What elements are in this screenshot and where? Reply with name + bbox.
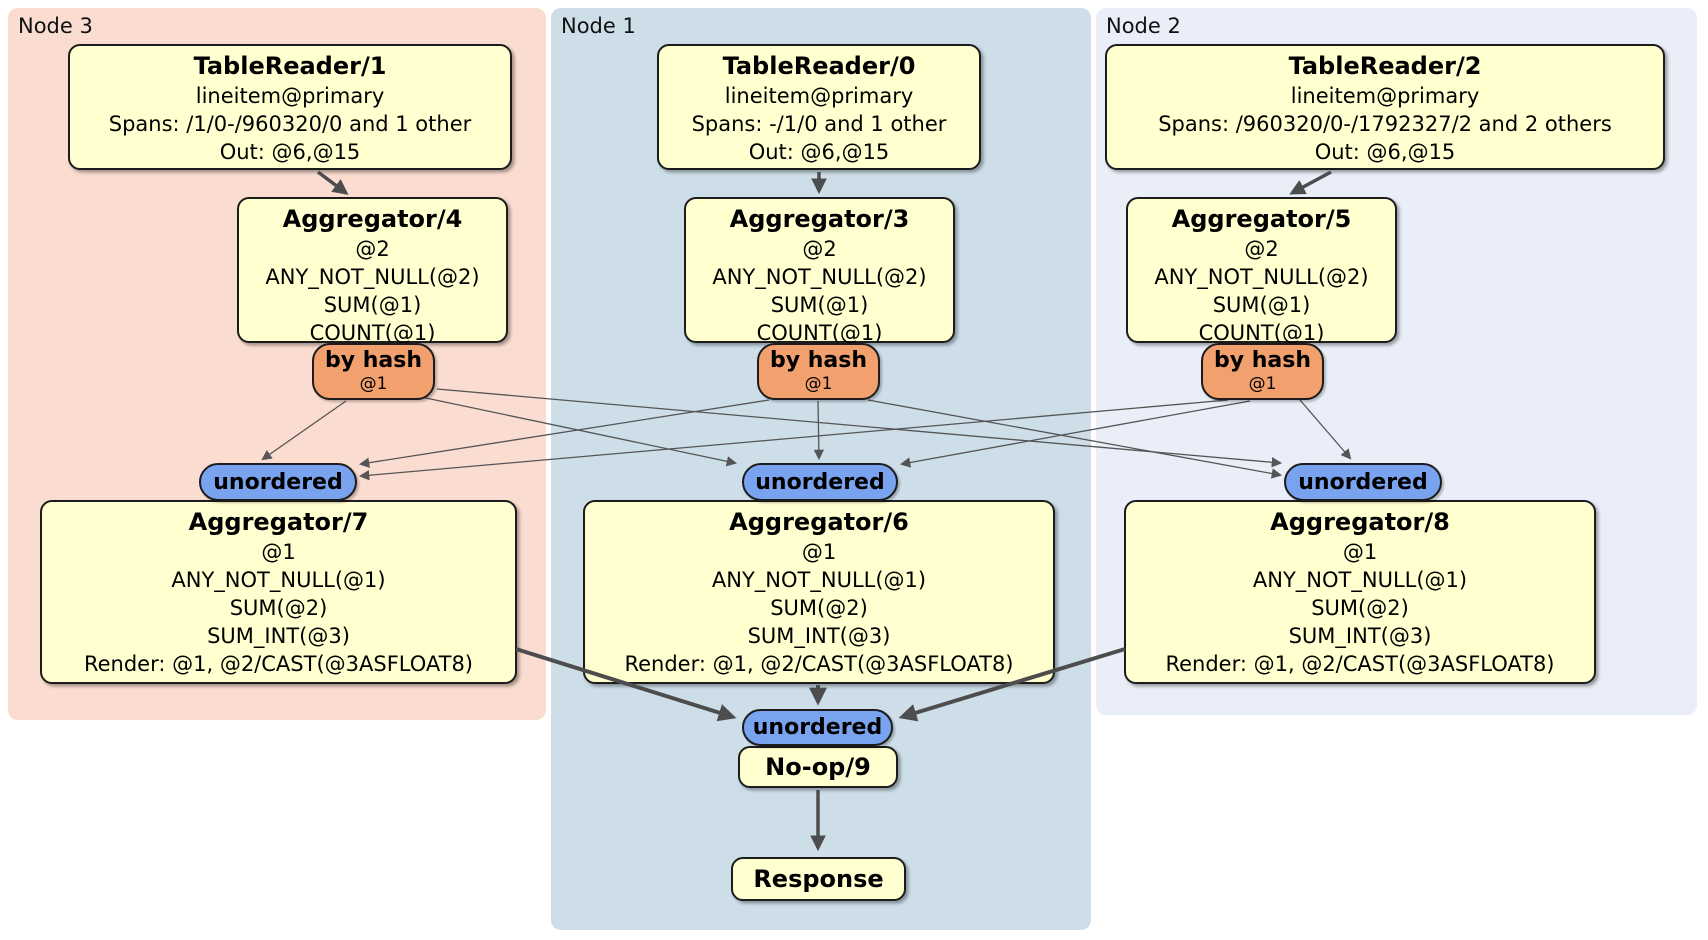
- processor-tablereader-2: TableReader/2 lineitem@primary Spans: /9…: [1105, 44, 1665, 170]
- processor-detail: Spans: -/1/0 and 1 other: [691, 112, 947, 136]
- processor-detail: SUM(@1): [323, 293, 422, 317]
- processor-title: Aggregator/5: [1171, 205, 1352, 233]
- processor-title: TableReader/2: [1288, 52, 1482, 80]
- processor-detail: lineitem@primary: [724, 84, 914, 108]
- router-label: by hash: [1213, 348, 1311, 373]
- processor-aggregator-6: Aggregator/6 @1 ANY_NOT_NULL(@1) SUM(@2)…: [583, 500, 1055, 684]
- processor-detail: @1: [261, 540, 296, 564]
- processor-detail: Spans: /960320/0-/1792327/2 and 2 others: [1158, 112, 1612, 136]
- processor-detail: ANY_NOT_NULL(@2): [1154, 265, 1369, 289]
- sync-unordered-right: unordered: [1284, 463, 1442, 501]
- processor-title: TableReader/1: [193, 52, 387, 80]
- processor-title: No-op/9: [765, 753, 871, 781]
- sync-unordered-middle: unordered: [742, 463, 898, 501]
- router-by-hash-right: by hash @1: [1201, 343, 1324, 400]
- processor-detail: @2: [355, 237, 390, 261]
- processor-detail: SUM(@1): [770, 293, 869, 317]
- router-label: by hash: [769, 348, 867, 373]
- processor-detail: lineitem@primary: [1290, 84, 1480, 108]
- processor-title: Aggregator/4: [282, 205, 463, 233]
- processor-detail: ANY_NOT_NULL(@1): [1252, 568, 1468, 592]
- processor-detail: SUM(@2): [770, 596, 868, 620]
- processor-aggregator-4: Aggregator/4 @2 ANY_NOT_NULL(@2) SUM(@1)…: [237, 197, 508, 345]
- processor-detail: COUNT(@1): [309, 321, 436, 345]
- processor-aggregator-5: Aggregator/5 @2 ANY_NOT_NULL(@2) SUM(@1)…: [1126, 197, 1397, 345]
- processor-title: TableReader/0: [722, 52, 916, 80]
- router-by-hash-left: by hash @1: [312, 343, 435, 400]
- processor-detail: @1: [1342, 540, 1378, 564]
- processor-detail: SUM_INT(@3): [1288, 624, 1432, 648]
- processor-detail: SUM_INT(@3): [747, 624, 891, 648]
- processor-detail: COUNT(@1): [1198, 321, 1325, 345]
- processor-detail: @2: [1244, 237, 1279, 261]
- sync-unordered-left: unordered: [199, 463, 357, 501]
- router-label: by hash: [324, 348, 422, 373]
- processor-title: Aggregator/6: [729, 508, 909, 536]
- sync-unordered-bottom: unordered: [742, 709, 893, 746]
- router-hash-columns: @1: [804, 374, 833, 394]
- processor-detail: ANY_NOT_NULL(@1): [171, 568, 386, 592]
- processor-detail: Render: @1, @2/CAST(@3ASFLOAT8): [624, 652, 1014, 676]
- sync-label: unordered: [755, 469, 885, 495]
- router-hash-columns: @1: [1248, 374, 1277, 394]
- processor-tablereader-1: TableReader/1 lineitem@primary Spans: /1…: [68, 44, 512, 170]
- node2-label: Node 2: [1106, 14, 1181, 38]
- processor-detail: Render: @1, @2/CAST(@3ASFLOAT8): [1165, 652, 1555, 676]
- sync-label: unordered: [752, 715, 883, 740]
- processor-noop-9: No-op/9: [738, 746, 898, 788]
- processor-aggregator-8: Aggregator/8 @1 ANY_NOT_NULL(@1) SUM(@2)…: [1124, 500, 1596, 684]
- processor-detail: ANY_NOT_NULL(@2): [265, 265, 480, 289]
- processor-detail: Out: @6,@15: [1314, 140, 1456, 164]
- processor-detail: SUM(@1): [1212, 293, 1311, 317]
- processor-aggregator-3: Aggregator/3 @2 ANY_NOT_NULL(@2) SUM(@1)…: [684, 197, 955, 345]
- processor-tablereader-0: TableReader/0 lineitem@primary Spans: -/…: [657, 44, 981, 170]
- router-hash-columns: @1: [359, 374, 388, 394]
- processor-title: Aggregator/8: [1270, 508, 1450, 536]
- node1-label: Node 1: [561, 14, 636, 38]
- processor-aggregator-7: Aggregator/7 @1 ANY_NOT_NULL(@1) SUM(@2)…: [40, 500, 517, 684]
- response-node: Response: [731, 857, 906, 901]
- processor-detail: SUM(@2): [229, 596, 328, 620]
- sync-label: unordered: [1298, 469, 1428, 495]
- processor-detail: SUM_INT(@3): [207, 624, 350, 648]
- processor-detail: Out: @6,@15: [219, 140, 361, 164]
- processor-title: Aggregator/7: [188, 508, 369, 536]
- processor-title: Aggregator/3: [729, 205, 910, 233]
- processor-detail: COUNT(@1): [756, 321, 883, 345]
- processor-detail: Spans: /1/0-/960320/0 and 1 other: [108, 112, 472, 136]
- processor-detail: @2: [802, 237, 837, 261]
- processor-detail: Render: @1, @2/CAST(@3ASFLOAT8): [83, 652, 474, 676]
- sync-label: unordered: [213, 469, 343, 495]
- processor-detail: ANY_NOT_NULL(@2): [712, 265, 927, 289]
- node3-label: Node 3: [18, 14, 93, 38]
- processor-detail: ANY_NOT_NULL(@1): [711, 568, 927, 592]
- router-by-hash-middle: by hash @1: [757, 343, 880, 400]
- processor-detail: @1: [801, 540, 837, 564]
- processor-detail: SUM(@2): [1311, 596, 1409, 620]
- processor-detail: Out: @6,@15: [748, 140, 890, 164]
- processor-title: Response: [753, 865, 884, 893]
- processor-detail: lineitem@primary: [195, 84, 385, 108]
